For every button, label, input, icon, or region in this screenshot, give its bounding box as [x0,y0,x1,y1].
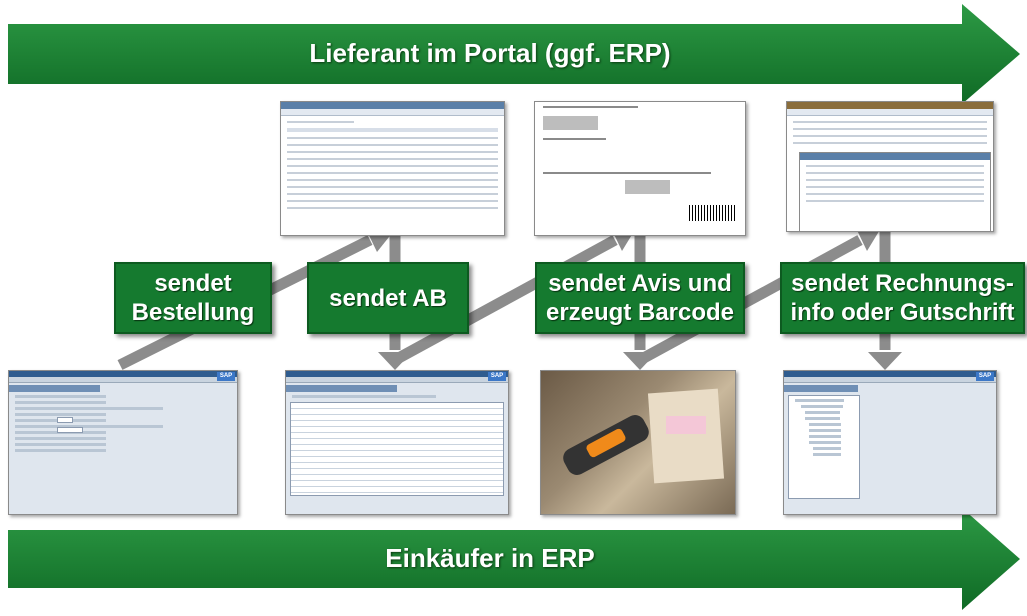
step-sendet-avis: sendet Avis und erzeugt Barcode [535,262,745,334]
top-banner-label: Lieferant im Portal (ggf. ERP) [309,38,671,68]
top-banner-arrow [8,4,1020,104]
sap-create-request-screenshot: SAP [8,370,238,515]
sap-easy-access-screenshot: SAP [783,370,997,515]
barcode-scanner-photo [540,370,736,515]
step-sendet-bestellung: sendet Bestellung [114,262,272,334]
portal-orders-screenshot [280,101,505,236]
invoice-screenshot [786,101,994,232]
delivery-note-screenshot [534,101,746,236]
bottom-banner-arrow [8,508,1020,610]
step-sendet-ab: sendet AB [307,262,469,334]
sap-positions-screenshot: SAP [285,370,509,515]
bottom-banner-label: Einkäufer in ERP [385,543,595,573]
step-sendet-rechnung: sendet Rechnungs- info oder Gutschrift [780,262,1025,334]
